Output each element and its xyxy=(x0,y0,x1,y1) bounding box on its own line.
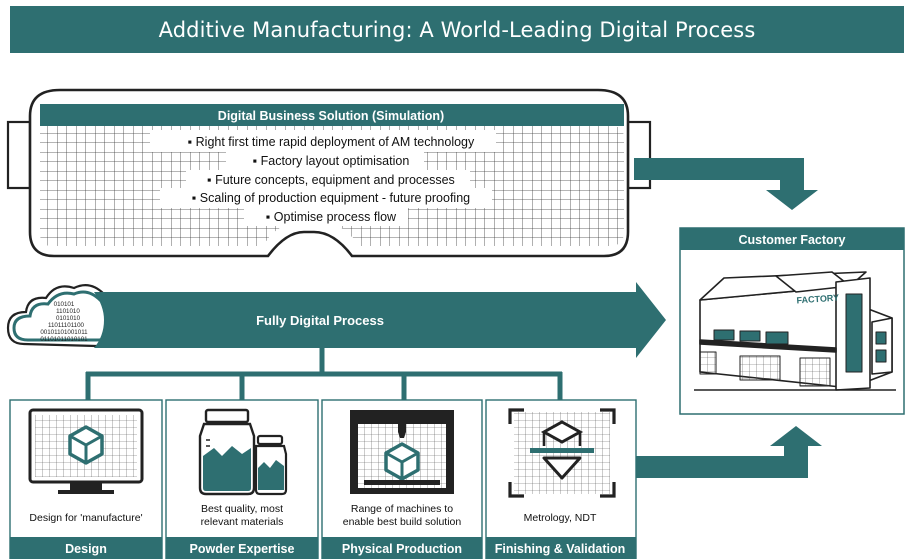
customer-factory-box: Customer Factory xyxy=(679,227,905,415)
simulation-bullet: ▪ Optimise process flow xyxy=(266,210,397,224)
stage-powder-expertise xyxy=(165,399,319,559)
binary-line: 0101010 xyxy=(56,315,81,322)
powder-jars-icon xyxy=(198,408,288,496)
binary-line: 01101011010101 xyxy=(40,336,88,343)
stage-physical-production xyxy=(321,399,483,559)
3d-printer-icon xyxy=(350,410,454,494)
simulation-bullet: ▪ Factory layout optimisation xyxy=(253,154,410,168)
stage-caption: Range of machines to xyxy=(351,503,453,515)
title-banner: Additive Manufacturing: A World-Leading … xyxy=(10,6,904,53)
stage-title: Powder Expertise xyxy=(190,542,295,556)
customer-factory-header-bar xyxy=(680,228,904,250)
customer-factory-header: Customer Factory xyxy=(739,233,846,247)
stage-title: Physical Production xyxy=(342,542,462,556)
factory-sign-label: FACTORY xyxy=(796,293,839,306)
stage-design xyxy=(9,399,163,559)
stage-caption: Design for 'manufacture' xyxy=(29,512,142,524)
simulation-to-factory-arrow xyxy=(634,158,818,210)
binary-line: 00101101001011 xyxy=(40,329,88,336)
stage-caption: Metrology, NDT xyxy=(524,512,597,524)
stage-caption: enable best build solution xyxy=(343,516,462,528)
stage-finishing-validation xyxy=(485,399,637,559)
factory-building-icon xyxy=(694,271,896,391)
binary-line: 11011101100 xyxy=(48,322,85,329)
stage-connectors xyxy=(85,348,563,404)
binary-line: 010101 xyxy=(54,301,75,308)
simulation-bullet: ▪ Scaling of production equipment - futu… xyxy=(192,191,470,205)
stage-caption: relevant materials xyxy=(201,516,284,528)
binary-line: 1101010 xyxy=(56,308,80,315)
metrology-scan-icon xyxy=(508,408,616,498)
page-title: Additive Manufacturing: A World-Leading … xyxy=(158,17,756,42)
simulation-bullet: ▪ Right first time rapid deployment of A… xyxy=(188,135,475,149)
stage-title-bar xyxy=(10,537,162,559)
cloud-binary-text: 010101 1101010 0101010 11011101100 00101… xyxy=(40,301,88,343)
monitor-cube-icon xyxy=(28,408,144,494)
validation-to-factory-arrow xyxy=(636,426,822,478)
simulation-header-bar xyxy=(40,104,624,126)
fully-digital-process-label: Fully Digital Process xyxy=(256,313,384,328)
stage-caption: Best quality, most xyxy=(201,503,283,515)
stage-title: Design xyxy=(65,542,107,556)
simulation-header: Digital Business Solution (Simulation) xyxy=(218,109,444,123)
goggle-strap-left xyxy=(6,120,32,190)
bullet-panel xyxy=(150,130,496,226)
stage-title: Finishing & Validation xyxy=(495,542,626,556)
fully-digital-process-arrow xyxy=(94,282,666,358)
stage-title-bar xyxy=(322,537,482,559)
simulation-goggles: Digital Business Solution (Simulation) ▪… xyxy=(6,88,652,258)
stage-title-bar xyxy=(166,537,318,559)
simulation-bullet: ▪ Future concepts, equipment and process… xyxy=(207,173,455,187)
stage-title-bar xyxy=(486,537,636,559)
